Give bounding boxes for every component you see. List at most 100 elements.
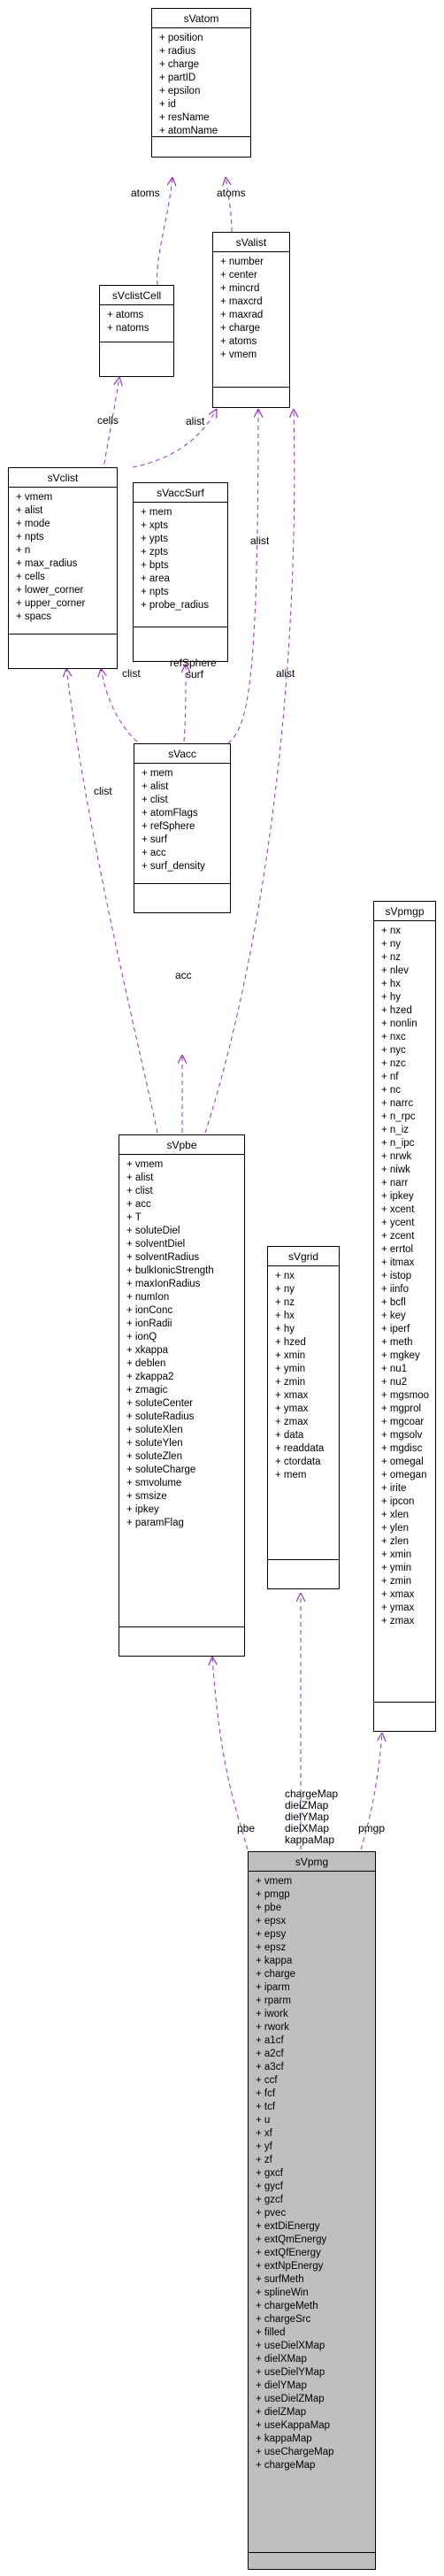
class-attribute: + kappa — [256, 1956, 293, 1966]
class-attribute: + paramFlag — [126, 1518, 184, 1528]
class-attribute: + T — [126, 1212, 142, 1223]
class-attribute: + irite — [381, 1483, 407, 1494]
edge-label-alist: alist — [276, 667, 295, 680]
class-attribute: + acc — [142, 848, 166, 858]
class-attribute: + gzcf — [256, 2195, 284, 2205]
class-attribute: + mgkey — [381, 1350, 420, 1361]
class-attribute: + zf — [256, 2155, 272, 2165]
class-attribute: + vmem — [16, 492, 53, 503]
edge-vclist-alist-to-valist — [132, 409, 217, 468]
class-attribute: + area — [141, 573, 170, 584]
class-attribute: + narrc — [381, 1098, 414, 1109]
edge-label-dielymap: dielYMap — [285, 1811, 330, 1823]
class-attribute: + pmgp — [256, 1889, 290, 1900]
class-title: sVgrid — [268, 1247, 339, 1266]
class-attribute: + ymin — [381, 1563, 412, 1573]
class-attribute: + xmin — [381, 1549, 412, 1560]
class-attribute: + ymax — [381, 1603, 415, 1613]
class-attribute: + epsy — [256, 1929, 287, 1940]
class-attribute: + atomFlags — [142, 808, 198, 819]
class-attribute: + useDielXMap — [256, 2341, 325, 2351]
class-attribute: + upper_corner — [16, 598, 86, 609]
operations-compartment — [213, 387, 289, 407]
class-attribute: + useChargeMap — [256, 2447, 334, 2457]
class-attribute: + bcfl — [381, 1297, 406, 1308]
class-attribute: + epsz — [256, 1942, 287, 1953]
attribute-list: + mem+ alist+ clist+ atomFlags+ refSpher… — [134, 764, 230, 873]
class-attribute: + zmin — [275, 1377, 306, 1388]
class-attribute: + smsize — [126, 1491, 167, 1502]
operations-compartment — [134, 883, 230, 912]
attribute-list: + nx+ ny+ nz+ hx+ hy+ hzed+ xmin+ ymin+ … — [268, 1266, 339, 1482]
class-attribute: + xlen — [381, 1510, 410, 1520]
class-attribute: + npts — [16, 532, 44, 542]
class-attribute: + gxcf — [256, 2168, 284, 2179]
class-attribute: + zmin — [381, 1576, 412, 1587]
class-attribute: + ctordata — [275, 1457, 321, 1467]
class-attribute: + n — [16, 545, 31, 556]
attribute-list: + vmem+ alist+ clist+ acc+ T+ soluteDiel… — [119, 1155, 244, 1530]
class-attribute: + xmax — [381, 1589, 415, 1600]
class-attribute: + mem — [141, 507, 172, 518]
class-attribute: + atoms — [107, 310, 144, 320]
class-attribute: + mgsolv — [381, 1430, 423, 1441]
edge-vpbe-clist-to-vclist — [66, 668, 158, 1134]
class-attribute: + fcf — [256, 2088, 276, 2099]
class-attribute: + maxIonRadius — [126, 1279, 201, 1289]
class-attribute: + atomName — [159, 126, 218, 136]
class-attribute: + hy — [381, 992, 402, 1003]
class-attribute: + atoms — [220, 336, 257, 347]
class-attribute: + a1cf — [256, 2035, 284, 2046]
class-svgrid: sVgrid + nx+ ny+ nz+ hx+ hy+ hzed+ xmin+… — [267, 1246, 340, 1589]
class-attribute: + hzed — [381, 1005, 412, 1016]
class-attribute: + mgdisc — [381, 1443, 423, 1454]
class-attribute: + zmagic — [126, 1385, 168, 1396]
class-attribute: + max_radius — [16, 558, 78, 569]
class-attribute: + zmax — [275, 1417, 309, 1427]
edge-vacc-clist-to-vclist — [101, 668, 138, 742]
edge-vacc-alist-to-valist — [227, 409, 258, 744]
class-attribute: + lower_corner — [16, 585, 84, 596]
class-attribute: + n_iz — [381, 1125, 410, 1135]
operations-compartment — [100, 342, 173, 376]
edge-label-pmgp: pmgp — [358, 1822, 386, 1834]
edge-label-alist: alist — [250, 534, 270, 547]
class-attribute: + n_ipc — [381, 1138, 415, 1149]
class-attribute: + useKappaMap — [256, 2420, 331, 2431]
class-attribute: + pbe — [256, 1903, 282, 1913]
class-attribute: + useDielZMap — [256, 2394, 325, 2404]
edge-label-dielzmap: dielZMap — [285, 1799, 329, 1811]
class-attribute: + hx — [381, 979, 402, 989]
class-attribute: + errtol — [381, 1244, 414, 1255]
class-attribute: + gycf — [256, 2181, 284, 2192]
class-attribute: + nx — [275, 1271, 295, 1281]
edge-vpbe-alist-to-valist — [204, 409, 295, 1134]
attribute-list: + position+ radius+ charge+ partID+ epsi… — [152, 28, 250, 138]
class-attribute: + ionConc — [126, 1305, 173, 1316]
class-attribute: + zpts — [141, 547, 169, 557]
class-attribute: + dielZMap — [256, 2407, 307, 2418]
class-attribute: + ny — [275, 1284, 295, 1295]
class-attribute: + rwork — [256, 2022, 290, 2033]
class-attribute: + position — [159, 33, 203, 43]
operations-compartment — [9, 634, 117, 668]
edge-vacc-refsphere-surf-to-vaccsurf — [184, 664, 186, 742]
class-attribute: + vmem — [220, 350, 257, 360]
class-title: sValist — [213, 233, 289, 252]
edge-label-cells: cells — [97, 414, 119, 427]
class-attribute: + nu1 — [381, 1364, 408, 1374]
class-attribute: + ypts — [141, 534, 169, 544]
edge-vpmg-pmgp-to-vpmgp — [360, 1733, 382, 1850]
class-svpmgp: sVpmgp + nx+ ny+ nz+ nlev+ hx+ hy+ hzed+… — [373, 901, 436, 1732]
class-title: sVpbe — [119, 1135, 244, 1155]
class-attribute: + surf — [142, 834, 168, 845]
attribute-list: + nx+ ny+ nz+ nlev+ hx+ hy+ hzed+ nonlin… — [374, 921, 435, 1628]
class-svclist: sVclist + vmem+ alist+ mode+ npts+ n+ ma… — [8, 467, 118, 669]
edge-label-alist: alist — [186, 415, 205, 427]
class-title: sVatom — [152, 9, 250, 28]
class-attribute: + soluteXlen — [126, 1425, 183, 1435]
class-svpmg: sVpmg + vmem+ pmgp+ pbe+ epsx+ epsy+ eps… — [248, 1851, 376, 2570]
class-attribute: + epsx — [256, 1916, 287, 1926]
class-attribute: + niwk — [381, 1165, 410, 1175]
